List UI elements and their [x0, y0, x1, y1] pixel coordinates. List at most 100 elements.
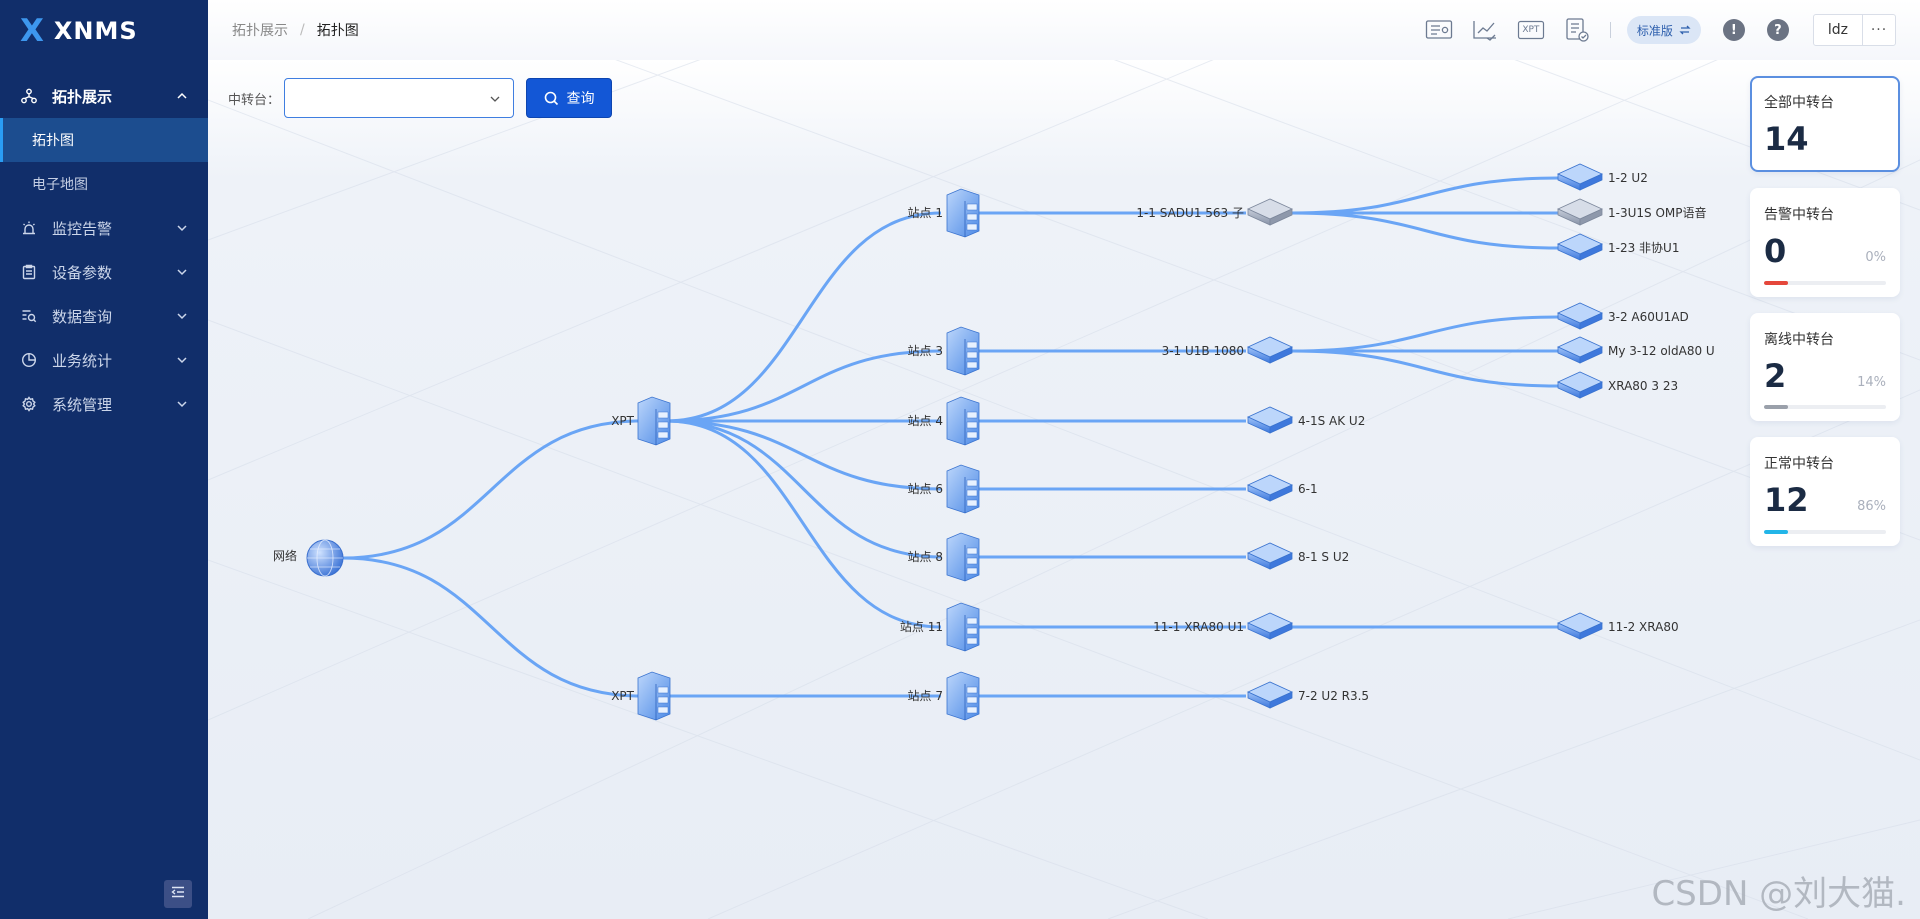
stat-card-bar-fill: [1764, 529, 1789, 534]
stat-card-value: 14: [1764, 120, 1809, 158]
leaf-node-label: My 3-12 oldA80 U: [1608, 344, 1715, 358]
chart-check-icon[interactable]: [1470, 17, 1500, 43]
leaf-repeater-icon[interactable]: [1557, 612, 1603, 640]
user-name[interactable]: ldz: [1814, 15, 1863, 45]
link-repeater-leaf: [1291, 315, 1559, 353]
alarm-icon: [20, 219, 38, 237]
link-repeater-leaf: [1291, 349, 1559, 388]
leaf-repeater-icon[interactable]: [1557, 233, 1603, 261]
repeater-node-icon[interactable]: [1247, 336, 1293, 364]
link-repeater-leaf: [1291, 176, 1559, 215]
station-node-label: 站点 4: [908, 414, 943, 428]
repeater-node-icon[interactable]: [1247, 406, 1293, 434]
query-button[interactable]: 查询: [526, 78, 613, 118]
sidebar-item-monitor-alarm[interactable]: 监控告警: [0, 206, 208, 250]
sidebar-item-data-query[interactable]: 数据查询: [0, 294, 208, 338]
station-server-icon[interactable]: [946, 464, 980, 514]
leaf-repeater-icon[interactable]: [1557, 163, 1603, 191]
leaf-node-label: XRA80 3 23: [1608, 379, 1678, 393]
chevron-down-icon: [176, 310, 188, 322]
sidebar-item-device-params[interactable]: 设备参数: [0, 250, 208, 294]
breadcrumb-parent[interactable]: 拓扑展示: [232, 23, 288, 39]
chevron-down-icon: [489, 93, 501, 109]
gear-icon: [20, 395, 38, 413]
station-server-icon[interactable]: [946, 396, 980, 446]
breadcrumb: 拓扑展示 / 拓扑图: [232, 20, 359, 40]
stat-card-bar-fill: [1764, 405, 1789, 410]
alert-info-icon[interactable]: !: [1722, 19, 1745, 41]
repeater-node-icon[interactable]: [1247, 198, 1293, 226]
repeater-node-icon[interactable]: [1247, 542, 1293, 570]
header-divider: [1609, 22, 1611, 38]
link-xpt-station: [665, 419, 942, 491]
station-node-label: 站点 3: [908, 344, 943, 358]
repeater-filter-label: 中转台：: [228, 92, 281, 108]
pie-chart-icon: [20, 351, 38, 369]
sidebar-item-business-stats[interactable]: 业务统计: [0, 338, 208, 382]
stat-card-alarm[interactable]: 告警中转台 0 0%: [1750, 188, 1900, 297]
stat-card-title: 离线中转台: [1764, 331, 1834, 348]
xpt-server-icon[interactable]: [637, 396, 671, 446]
stat-card-title: 告警中转台: [1764, 207, 1834, 224]
repeater-node-icon[interactable]: [1247, 681, 1293, 709]
collapse-menu-button[interactable]: [164, 880, 192, 908]
xpt-server-icon[interactable]: [637, 671, 671, 721]
stat-card-normal[interactable]: 正常中转台 12 86%: [1750, 437, 1900, 546]
sidebar-item-topology[interactable]: 拓扑展示: [0, 74, 208, 118]
sidebar-item-system-admin[interactable]: 系统管理: [0, 382, 208, 426]
stat-card-value: 2: [1764, 356, 1787, 395]
monitor-list-icon[interactable]: [1424, 17, 1454, 43]
network-node-label: 网络: [273, 548, 297, 563]
leaf-repeater-icon[interactable]: [1557, 198, 1603, 226]
station-node-label: 站点 8: [908, 550, 943, 564]
sidebar-subitem-topology-graph[interactable]: 拓扑图: [0, 118, 208, 162]
version-badge[interactable]: 标准版: [1626, 16, 1701, 44]
xpt-node-label: XPT: [611, 689, 634, 703]
sidebar-item-label: 业务统计: [52, 351, 113, 370]
leaf-repeater-icon[interactable]: [1557, 336, 1603, 364]
xpt-icon-text: XPT: [1522, 25, 1540, 35]
xpt-icon[interactable]: XPT: [1516, 17, 1546, 43]
station-server-icon[interactable]: [946, 188, 980, 238]
link-root-xpt-1: [342, 419, 641, 560]
leaf-repeater-icon[interactable]: [1557, 302, 1603, 330]
station-server-icon[interactable]: [946, 532, 980, 582]
stat-card-offline[interactable]: 离线中转台 2 14%: [1750, 312, 1900, 422]
chevron-down-icon: [176, 398, 188, 410]
station-server-icon[interactable]: [946, 602, 980, 652]
more-menu-button[interactable]: ···: [1870, 22, 1888, 38]
station-node-label: 站点 7: [908, 689, 943, 703]
repeater-node-label: 6-1: [1298, 482, 1318, 496]
data-search-icon: [20, 307, 38, 325]
version-label: 标准版: [1636, 23, 1673, 38]
switch-icon: [1679, 24, 1691, 36]
repeater-select[interactable]: [284, 78, 515, 118]
station-server-icon[interactable]: [946, 671, 980, 721]
help-icon[interactable]: ?: [1766, 19, 1789, 41]
stat-card-all[interactable]: 全部中转台 14: [1750, 76, 1900, 173]
user-menu: ldz ···: [1812, 14, 1896, 46]
station-node-label: 站点 1: [908, 206, 943, 220]
report-check-icon[interactable]: [1562, 17, 1592, 43]
sidebar-subitem-electronic-map[interactable]: 电子地图: [32, 177, 88, 193]
repeater-node-icon[interactable]: [1247, 474, 1293, 502]
repeater-node-icon[interactable]: [1247, 612, 1293, 640]
clipboard-icon: [20, 263, 38, 281]
link-xpt-station: [665, 419, 942, 629]
repeater-node-label: 8-1 S U2: [1298, 550, 1349, 564]
stat-card-percent: 14%: [1857, 374, 1886, 390]
stat-card-title: 正常中转台: [1764, 456, 1834, 473]
stat-card-value: 0: [1764, 232, 1787, 271]
header-actions: XPT 标准版 ! ? ldz ···: [1408, 14, 1896, 46]
top-header: 拓扑展示 / 拓扑图 XPT 标准版 ! ? ldz ···: [208, 0, 1920, 60]
app-logo[interactable]: X XNMS: [0, 0, 208, 62]
network-globe-icon[interactable]: [306, 539, 344, 577]
watermark: CSDN @刘大猫.: [1651, 874, 1906, 914]
chevron-up-icon: [176, 90, 188, 102]
station-server-icon[interactable]: [946, 326, 980, 376]
link-xpt-station: [665, 419, 942, 559]
leaf-repeater-icon[interactable]: [1557, 371, 1603, 399]
link-xpt-station: [665, 349, 942, 423]
